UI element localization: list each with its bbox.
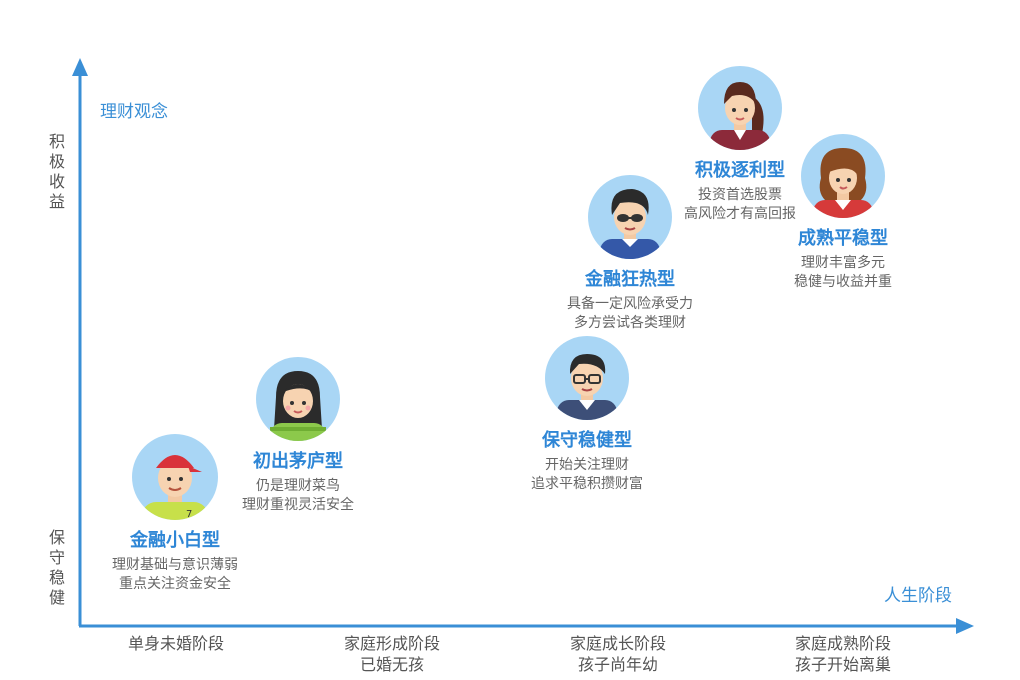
persona-desc: 开始关注理财 追求平稳积攒财富 [531,457,643,492]
persona-mature-stable: 成熟平稳型 理财丰富多元 稳健与收益并重 [743,134,943,292]
svg-text:7: 7 [186,509,192,520]
persona-financial-novice: 7 金融小白型 理财基础与意识薄弱 重点关注资金安全 [75,434,275,594]
boy-red-cap-icon: 7 [132,434,218,520]
y-axis-arrow [72,58,88,76]
y-axis-top-label: 积极收益 [48,132,65,211]
man-sunglasses-icon [588,175,672,259]
persona-name: 成熟平稳型 [798,228,888,249]
persona-desc: 具备一定风险承受力 多方尝试各类理财 [567,296,693,331]
persona-desc: 理财基础与意识薄弱 重点关注资金安全 [112,557,238,592]
persona-name: 初出茅庐型 [253,451,343,472]
girl-long-hair-icon [256,357,340,441]
persona-desc: 投资首选股票 高风险才有高回报 [684,187,796,222]
persona-name: 金融狂热型 [585,269,675,290]
x-axis-arrow [956,618,974,634]
x-axis-title: 人生阶段 [884,586,952,606]
persona-beginner: 初出茅庐型 仍是理财菜鸟 理财重视灵活安全 [198,357,398,515]
stage-label-single: 单身未婚阶段 [127,634,224,653]
man-glasses-icon [545,336,629,420]
y-axis-bottom-label: 保守稳健 [48,528,65,607]
persona-name: 积极逐利型 [695,160,785,181]
persona-desc: 理财丰富多元 稳健与收益并重 [794,255,892,290]
stage-label-family-forming: 家庭形成阶段 已婚无孩 [343,634,440,674]
stage-label-family-mature: 家庭成熟阶段 孩子开始离巢 [794,634,891,674]
woman-curly-hair-icon [801,134,885,218]
woman-ponytail-icon [698,66,782,150]
persona-name: 金融小白型 [130,530,220,551]
persona-active-profit: 积极逐利型 投资首选股票 高风险才有高回报 [640,66,840,224]
persona-financial-enthusiast: 金融狂热型 具备一定风险承受力 多方尝试各类理财 [530,175,730,333]
stage-label-family-growing: 家庭成长阶段 孩子尚年幼 [569,634,666,674]
y-axis-title: 理财观念 [100,102,168,122]
persona-conservative-steady: 保守稳健型 开始关注理财 追求平稳积攒财富 [487,336,687,494]
persona-desc: 仍是理财菜鸟 理财重视灵活安全 [242,478,354,513]
persona-name: 保守稳健型 [542,430,632,451]
